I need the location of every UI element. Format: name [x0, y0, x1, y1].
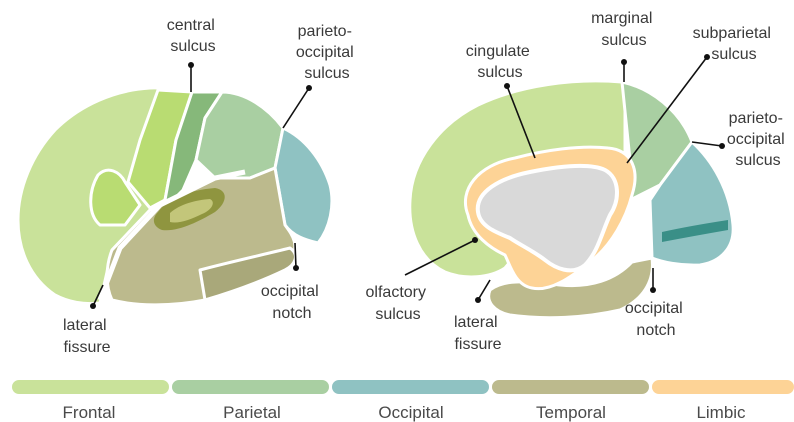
legend: Frontal Parietal Occipital Temporal Limb…	[12, 380, 794, 422]
legend-swatch-limbic	[652, 380, 794, 394]
cingulate-sulcus-dot	[504, 83, 510, 89]
label-occipital-notch-right: occipital notch	[625, 300, 687, 339]
label-central-sulcus: central sulcus	[167, 17, 219, 55]
parieto-occipital-leader-left	[283, 88, 309, 128]
label-parieto-occipital-sulcus-left: parieto- occipital sulcus	[296, 23, 358, 82]
lateral-fissure-dot-left	[90, 303, 96, 309]
olfactory-sulcus-dot	[472, 237, 478, 243]
marginal-sulcus-dot	[621, 59, 627, 65]
legend-swatch-occipital	[332, 380, 489, 394]
legend-label-parietal: Parietal	[223, 403, 281, 422]
label-cingulate-sulcus: cingulate sulcus	[466, 43, 535, 81]
parieto-occipital-dot-left	[306, 85, 312, 91]
occipital-notch-leader-left	[295, 243, 296, 268]
lateral-brain	[18, 88, 332, 305]
legend-swatch-temporal	[492, 380, 649, 394]
legend-swatch-frontal	[12, 380, 169, 394]
occipital-notch-dot-left	[293, 265, 299, 271]
legend-label-frontal: Frontal	[63, 403, 116, 422]
label-parieto-occipital-sulcus-right: parieto- occipital sulcus	[727, 110, 789, 169]
legend-label-occipital: Occipital	[378, 403, 443, 422]
central-sulcus-dot	[188, 62, 194, 68]
legend-swatch-parietal	[172, 380, 329, 394]
legend-label-temporal: Temporal	[536, 403, 606, 422]
lateral-fissure-dot-right	[475, 297, 481, 303]
parieto-occipital-dot-right	[719, 143, 725, 149]
label-occipital-notch-left: occipital notch	[261, 283, 323, 322]
subparietal-sulcus-dot	[704, 54, 710, 60]
medial-brain	[410, 81, 733, 318]
label-marginal-sulcus: marginal sulcus	[591, 10, 657, 49]
label-lateral-fissure-left: lateral fissure	[63, 317, 111, 356]
label-lateral-fissure-right: lateral fissure	[454, 314, 502, 353]
legend-label-limbic: Limbic	[696, 403, 746, 422]
label-olfactory-sulcus: olfactory sulcus	[366, 284, 431, 323]
occipital-notch-dot-right	[650, 287, 656, 293]
